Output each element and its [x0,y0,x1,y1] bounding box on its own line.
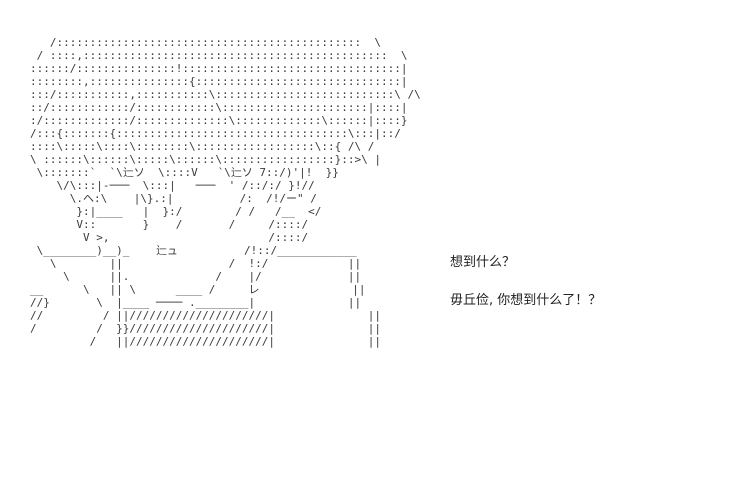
ascii-art-line: ::/::::::::::::/::::::::::::\:::::::::::… [30,101,408,114]
ascii-art-line: __ \ || \ ____ / レ || [30,283,366,296]
ascii-art-line: :::/:::::::::::,:::::::::::\::::::::::::… [30,88,421,101]
ascii-art-line: :/:::::::::::::/::::::::::::::\:::::::::… [30,114,408,127]
ascii-art-line: ::::::/:::::::::::::::!:::::::::::::::::… [30,62,408,75]
ascii-art-line: /:::{:::::::{:::::::::::::::::::::::::::… [30,127,401,140]
ascii-art-figure: /:::::::::::::::::::::::::::::::::::::::… [30,36,421,348]
ascii-art-line: / ||/////////////////////| || [30,335,381,348]
ascii-art-line: /:::::::::::::::::::::::::::::::::::::::… [30,36,381,49]
ascii-art-line: \:::::::` `\辷ソ \::::V `\辷ソ 7::/)'|! }} [30,166,339,179]
ascii-art-line: ::::\:::::\::::\::::::::\:::::::::::::::… [30,140,375,153]
ascii-art-line: \ || / !:/ || [30,257,362,270]
ascii-art-line: \.ヘ:\ |\}.:| /: /!/ー" / [30,192,317,205]
ascii-art-line: V >, /::::/ [30,231,309,244]
ascii-art-line: \ ::::::\::::::\:::::\::::::\:::::::::::… [30,153,381,166]
dialogue-line-1: 想到什么？ [450,255,516,270]
ascii-art-line: }:|____ | }:/ / / /__ </ [30,205,322,218]
ascii-art-line: ::::::::,:::::::::::::::{:::::::::::::::… [30,75,408,88]
ascii-art-line: / ::::,:::::::::::::::::::::::::::::::::… [30,49,408,62]
ascii-art-line: //} \ |____ ──── .________| || [30,296,362,309]
dialogue-line-2: 毋丘俭, 你想到什么了！？ [450,293,602,308]
ascii-art-line: // / ||/////////////////////| || [30,309,381,322]
ascii-art-line: / / }}/////////////////////| || [30,322,381,335]
ascii-art-line: \________)__)_ 辷ュ /!::/____________ [30,244,357,257]
ascii-art-line: V:: } / / /::::/ [30,218,309,231]
ascii-art-line: \/\:::|-─── \:::| ─── ' /::/:/ }!// [30,179,315,192]
ascii-art-line: \ ||. / |/ || [30,270,362,283]
